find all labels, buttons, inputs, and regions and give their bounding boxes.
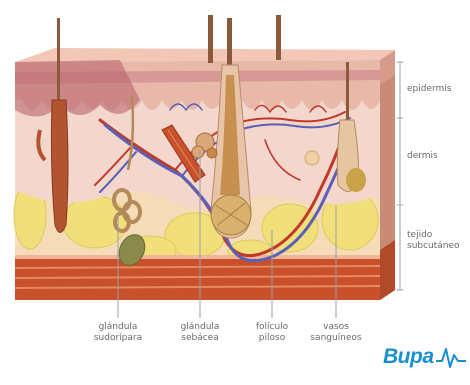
skin-top-surface [15, 48, 395, 62]
bupa-logo: Bupa [383, 345, 443, 371]
pacinian-corpuscle [305, 151, 319, 165]
label-hair-follicle-2: piloso [237, 333, 307, 344]
muscle-layer [15, 255, 380, 300]
label-sebaceous-gland-2: sebácea [165, 333, 235, 344]
layer-bracket [397, 62, 403, 290]
heartbeat-icon [436, 343, 466, 369]
epidermis-left-dark [15, 60, 140, 116]
label-sweat-gland-2: sudorípara [83, 333, 153, 344]
block-right-face [380, 50, 395, 300]
label-epidermis: epidermis [407, 84, 467, 95]
label-subcutaneous-2: subcutáneo [407, 241, 467, 252]
label-subcutaneous-1: tejido [407, 230, 467, 241]
label-sweat-gland-1: glándula [83, 322, 153, 333]
label-blood-vessels-2: sanguíneos [301, 333, 371, 344]
label-blood-vessels-1: vasos [301, 322, 371, 333]
label-sebaceous-gland-1: glándula [165, 322, 235, 333]
label-dermis: dermis [407, 151, 467, 162]
left-hair-follicle [51, 100, 68, 233]
label-hair-follicle-1: folículo [237, 322, 307, 333]
